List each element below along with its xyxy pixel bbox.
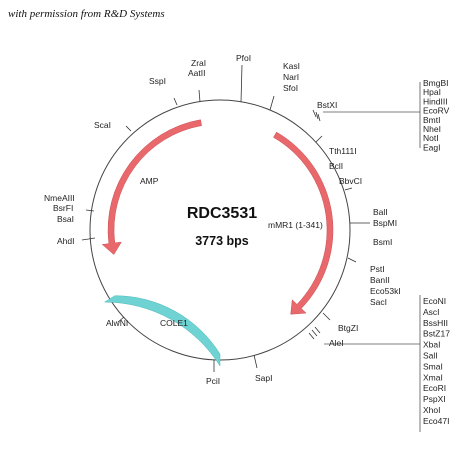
site-label-bcli: BclI [329,161,343,171]
amp-label: AMP [140,176,159,186]
mcs-lower-site-eco47iii: Eco47III [423,416,450,426]
site-label-btgzi: BtgZI [338,323,358,333]
mcs-lower-site-sali: SalI [423,351,438,361]
site-label-alei: AleI [329,338,344,348]
site-label-ball: BalI [373,207,388,217]
mcs-upper-site-eagi: EagI [423,142,441,152]
mcs-upper-site-nhei: NheI [423,124,441,134]
mcs-lower-site-asci: AscI [423,307,440,317]
site-label-banii: BanII [370,275,390,285]
mcs-upper-site-ecorv: EcoRV [423,106,450,116]
mcs-upper-site-hindiii: HindIII [423,96,448,106]
site-label-pcil: PciI [206,376,220,386]
site-label-pfol: PfoI [236,53,251,63]
mcs-site-list-lower: EcoNIAscIBssHIIBstZ17IXbaISalISmaIXmaIEc… [423,296,450,426]
site-label-sspl: SspI [149,76,166,86]
amp-feature-arrow [101,119,202,255]
site-label-eco53ki: Eco53kI [370,286,401,296]
site-label-bsmi: BsmI [373,237,392,247]
mcs-lower-site-pspxi: PspXI [423,394,446,404]
cole1-origin-band [103,295,221,367]
site-label-alwni: AlwNI [106,318,128,328]
cole1-label: COLE1 [160,318,188,328]
mcs-lower-site-ecori: EcoRI [423,383,446,393]
site-label-bsai: BsaI [57,214,74,224]
credit-caption: with permission from R&D Systems [8,8,165,20]
plasmid-size: 3773 bps [195,234,249,248]
mcs-upper-site-hpai: HpaI [423,87,441,97]
mcs-lower-site-xbai: XbaI [423,340,441,350]
insert-feature-arrow [273,131,334,315]
site-label-kasl: KasI [283,61,300,71]
mcs-lower-site-xhoi: XhoI [423,405,441,415]
site-ticks [81,64,370,372]
mcs-lower-site-bsshii: BssHII [423,318,448,328]
mcs-upper-site-noti: NotI [423,133,439,143]
site-label-sfol: SfoI [283,83,298,93]
mcs-lower-site-xmai: XmaI [423,372,443,382]
mcs-upper-site-bmgbi: BmgBI [423,78,449,88]
site-label-sacl: SacI [370,297,387,307]
site-label-scal: ScaI [94,120,111,130]
mcs-brackets [323,82,421,432]
plasmid-backbone [89,99,351,361]
site-label-bsrfi: BsrFI [53,203,73,213]
site-label-nmeaiii: NmeAIII [44,193,75,203]
site-label-zral: ZraI [191,58,206,68]
site-label-ahdi: AhdI [57,236,75,246]
mcs-upper-site-bmti: BmtI [423,115,440,125]
site-label-pstl: PstI [370,264,385,274]
mcs-lower-site-bstz17i: BstZ17I [423,329,450,339]
site-label-sapl: SapI [255,373,273,383]
site-label-tth111i: Tth111I [329,146,357,156]
mcs-lower-site-econi: EcoNI [423,296,446,306]
mcs-lower-site-smai: SmaI [423,361,443,371]
site-label-aatii: AatII [188,68,205,78]
site-label-narl: NarI [283,72,299,82]
site-label-bstxi: BstXI [317,100,337,110]
plasmid-name: RDC3531 [187,205,257,222]
site-label-bbvci: BbvCI [339,176,362,186]
site-label-bspmi: BspMI [373,218,397,228]
insert-label: mMR1 (1-341) [268,220,323,230]
